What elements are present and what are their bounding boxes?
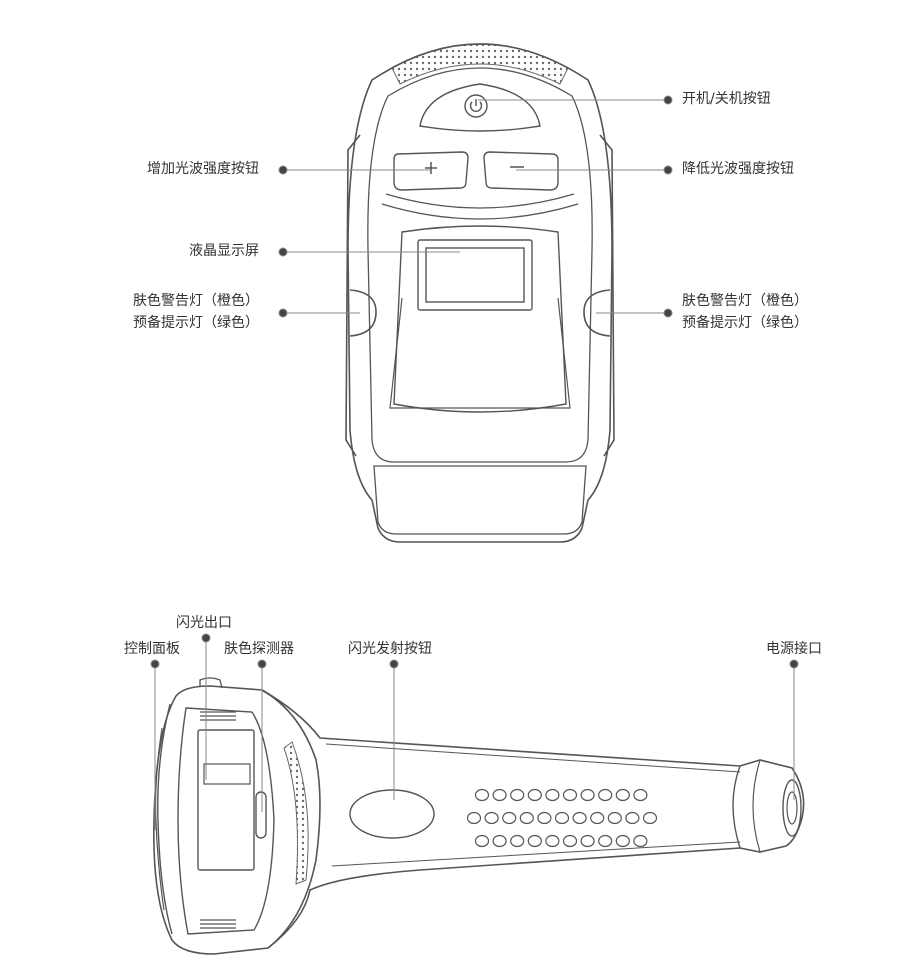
lcd-screen <box>417 239 533 311</box>
vent-hole <box>502 811 517 825</box>
neck-grille <box>283 741 309 885</box>
label-flash-outlet: 闪光出口 <box>176 615 232 631</box>
vent-hole <box>537 811 552 825</box>
vent-hole <box>474 834 490 848</box>
label-increase-button: 增加光波强度按钮 <box>147 161 259 177</box>
decrease-button[interactable] <box>483 151 559 191</box>
flash-outlet-window <box>197 729 255 871</box>
vent-bottom <box>200 919 236 929</box>
label-ready-light: 预备提示灯（绿色） <box>133 315 259 331</box>
tail-cap <box>732 765 741 849</box>
vent-hole <box>598 834 613 848</box>
power-housing <box>419 83 541 132</box>
increase-button[interactable] <box>393 151 469 191</box>
side-view <box>153 677 805 955</box>
vent-hole <box>580 834 595 848</box>
vent-hole <box>590 811 605 825</box>
flash-button[interactable] <box>349 789 435 839</box>
vent-hole <box>510 788 525 802</box>
plus-icon <box>425 162 437 174</box>
vent-hole <box>527 834 542 848</box>
vent-hole <box>562 788 578 802</box>
front-leaders <box>278 95 673 318</box>
label-indicator-left: 肤色警告灯（橙色） 预备提示灯（绿色） <box>133 290 259 334</box>
vent-hole <box>633 834 648 848</box>
front-body-outline <box>347 43 613 543</box>
top-grille <box>391 43 569 85</box>
vent-hole <box>615 834 630 848</box>
skin-sensor <box>255 791 267 839</box>
label-lcd-screen: 液晶显示屏 <box>189 243 259 259</box>
label-power-port: 电源接口 <box>766 641 822 657</box>
vent-hole <box>580 788 595 802</box>
right-side-rail <box>599 134 615 457</box>
vent-hole <box>554 811 570 825</box>
vent-hole <box>545 788 560 802</box>
front-inner-bezel <box>367 67 593 463</box>
vent-hole <box>484 811 499 825</box>
vent-top <box>200 711 236 721</box>
side-leaders <box>150 633 799 830</box>
vent-hole <box>527 788 542 802</box>
side-head-outline <box>153 685 321 955</box>
vent-hole <box>615 788 630 802</box>
control-area-divider <box>385 193 575 209</box>
label-power-button: 开机/关机按钮 <box>682 91 771 107</box>
vent-hole <box>466 811 482 825</box>
front-base <box>373 465 587 535</box>
control-panel-face <box>157 703 173 935</box>
lcd-surround <box>393 225 567 413</box>
vent-hole <box>642 811 658 825</box>
front-view <box>345 43 615 543</box>
left-side-rail <box>345 134 361 457</box>
vent-hole <box>572 811 587 825</box>
label-skin-warning-light: 肤色警告灯（橙色） <box>133 293 259 309</box>
power-icon <box>469 99 483 112</box>
vent-hole <box>598 788 613 802</box>
label-decrease-button: 降低光波强度按钮 <box>682 161 794 177</box>
handle-body <box>261 689 805 949</box>
handle-vent-holes <box>466 788 658 848</box>
vent-hole <box>633 788 648 802</box>
vent-hole <box>474 788 490 802</box>
vent-hole <box>492 788 507 802</box>
label-flash-button: 闪光发射按钮 <box>348 641 432 657</box>
label-control-panel: 控制面板 <box>124 641 180 657</box>
vent-hole <box>562 834 578 848</box>
vent-hole <box>492 834 507 848</box>
vent-hole <box>545 834 560 848</box>
vent-hole <box>510 834 525 848</box>
label-ready-light: 预备提示灯（绿色） <box>682 315 808 331</box>
power-button[interactable] <box>464 94 488 118</box>
vent-hole <box>607 811 622 825</box>
label-skin-warning-light: 肤色警告灯（橙色） <box>682 293 808 309</box>
indicator-light-left <box>349 289 377 337</box>
label-indicator-right: 肤色警告灯（橙色） 预备提示灯（绿色） <box>682 290 808 334</box>
power-port <box>782 779 802 837</box>
indicator-light-right <box>583 289 611 337</box>
vent-hole <box>625 811 640 825</box>
label-skin-sensor: 肤色探测器 <box>224 641 294 657</box>
vent-hole <box>519 811 534 825</box>
